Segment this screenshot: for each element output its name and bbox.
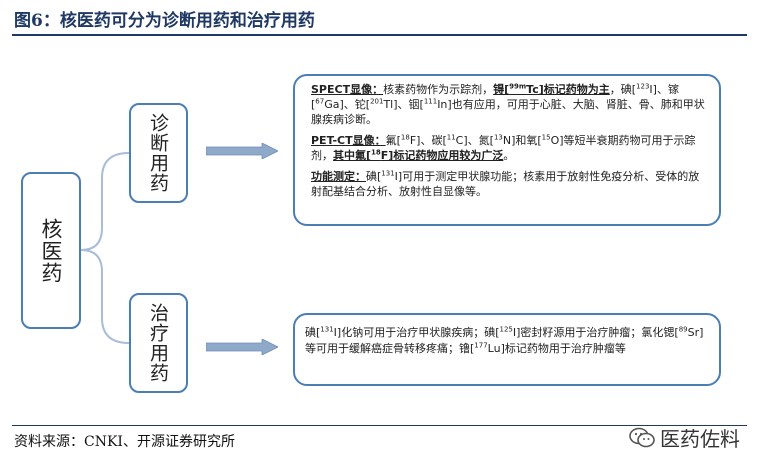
figure-title: 图6：核医药可分为诊断用药和治疗用药: [14, 11, 315, 31]
text-run: 。: [503, 149, 515, 162]
wechat-icon: [629, 427, 655, 447]
text-run: I]密封籽源用于治疗肿瘤；氯化锶[: [512, 326, 679, 339]
petct-paragraph: PET-CT显像：氟[18F]、碳[11C]、氮[13N]和氧[15O]等短半衰…: [311, 133, 709, 163]
superscript: 15: [541, 133, 551, 142]
superscript: 18: [371, 148, 381, 157]
function-label: 功能测定：: [311, 170, 366, 183]
source-note: 资料来源：CNKI、开源证券研究所: [14, 434, 235, 450]
superscript: 67: [315, 97, 325, 106]
therapy-paragraph: 碘[131I]化钠可用于治疗甲状腺疾病；碘[125I]密封籽源用于治疗肿瘤；氯化…: [305, 325, 711, 357]
therapy-label: 治疗用药: [147, 303, 169, 383]
superscript: 18: [400, 133, 410, 142]
text-run: I]可用于测定甲状腺功能；核素用于放射性免疫分析、受体的放射配基结合分析、放射性…: [311, 170, 700, 198]
text-run: Sr]等可用于缓解癌症骨转移疼痛；镥[: [305, 326, 704, 355]
watermark: 医药佐料: [628, 423, 740, 452]
text-run: 氟[: [385, 134, 401, 147]
petct-label: PET-CT显像：: [311, 134, 386, 147]
text-run: 核素药物作为示踪剂，: [383, 83, 494, 96]
text-run: F]、碳[: [409, 134, 447, 147]
text-run: F]标记药物应用较为广泛: [380, 149, 504, 162]
arrow-right-icon: [206, 143, 278, 159]
superscript: 13: [493, 133, 503, 142]
text-run: I]化钠可用于治疗甲状腺疾病；碘[: [333, 326, 500, 339]
superscript: 131: [320, 325, 334, 334]
root-node: 核医药: [21, 172, 81, 329]
text-run: 其中氟[: [333, 149, 372, 162]
title-divider: [12, 34, 747, 36]
superscript: 131: [381, 169, 395, 178]
superscript: 99m: [509, 82, 527, 91]
text-run: I]、镓[: [311, 83, 679, 111]
text-run: C]、氮[: [455, 134, 494, 147]
text-run: 碘[: [305, 326, 321, 339]
therapy-node: 治疗用药: [129, 293, 188, 393]
superscript: 11: [446, 133, 456, 142]
spect-label: SPECT显像：: [311, 83, 384, 96]
text-run: Tl]、铟[: [383, 98, 424, 111]
spect-paragraph: SPECT显像：核素药物作为示踪剂，锝[99mTc]标记药物为主，碘[123I]…: [311, 82, 709, 127]
watermark-text: 医药佐料: [660, 427, 740, 451]
superscript: 123: [636, 82, 650, 91]
therapy-info-box: 碘[131I]化钠可用于治疗甲状腺疾病；碘[125I]密封籽源用于治疗肿瘤；氯化…: [293, 313, 721, 386]
text-run: Tc]标记药物为主: [526, 83, 610, 96]
text-run: N]和氧[: [502, 134, 542, 147]
footer-divider: [12, 425, 747, 426]
text-run: O]等短半衰期药物可用于示踪剂，: [311, 134, 696, 162]
superscript: 177: [474, 341, 488, 350]
superscript: 125: [499, 325, 513, 334]
text-run: 锝[: [493, 83, 510, 96]
text-run: 碘[: [366, 170, 382, 183]
bracket-path: [80, 152, 130, 344]
superscript: 89: [678, 325, 688, 334]
text-run: Lu]标记药物用于治疗肿瘤等: [487, 342, 626, 355]
diagnosis-info-box: SPECT显像：核素药物作为示踪剂，锝[99mTc]标记药物为主，碘[123I]…: [293, 74, 721, 226]
superscript: 201: [370, 97, 384, 106]
diagnosis-label: 诊断用药: [147, 113, 169, 193]
function-paragraph: 功能测定：碘[131I]可用于测定甲状腺功能；核素用于放射性免疫分析、受体的放射…: [311, 169, 709, 199]
arrow-right-icon: [206, 339, 278, 355]
text-run: In]也有应用，可用于心脏、大脑、肾脏、骨、肺和甲状腺疾病诊断。: [311, 98, 705, 126]
text-run: Ga]、铊[: [324, 98, 371, 111]
superscript: 111: [423, 97, 438, 106]
diagnosis-node: 诊断用药: [129, 103, 188, 203]
root-label: 核医药: [39, 217, 63, 284]
text-run: ，碘[: [609, 83, 637, 96]
